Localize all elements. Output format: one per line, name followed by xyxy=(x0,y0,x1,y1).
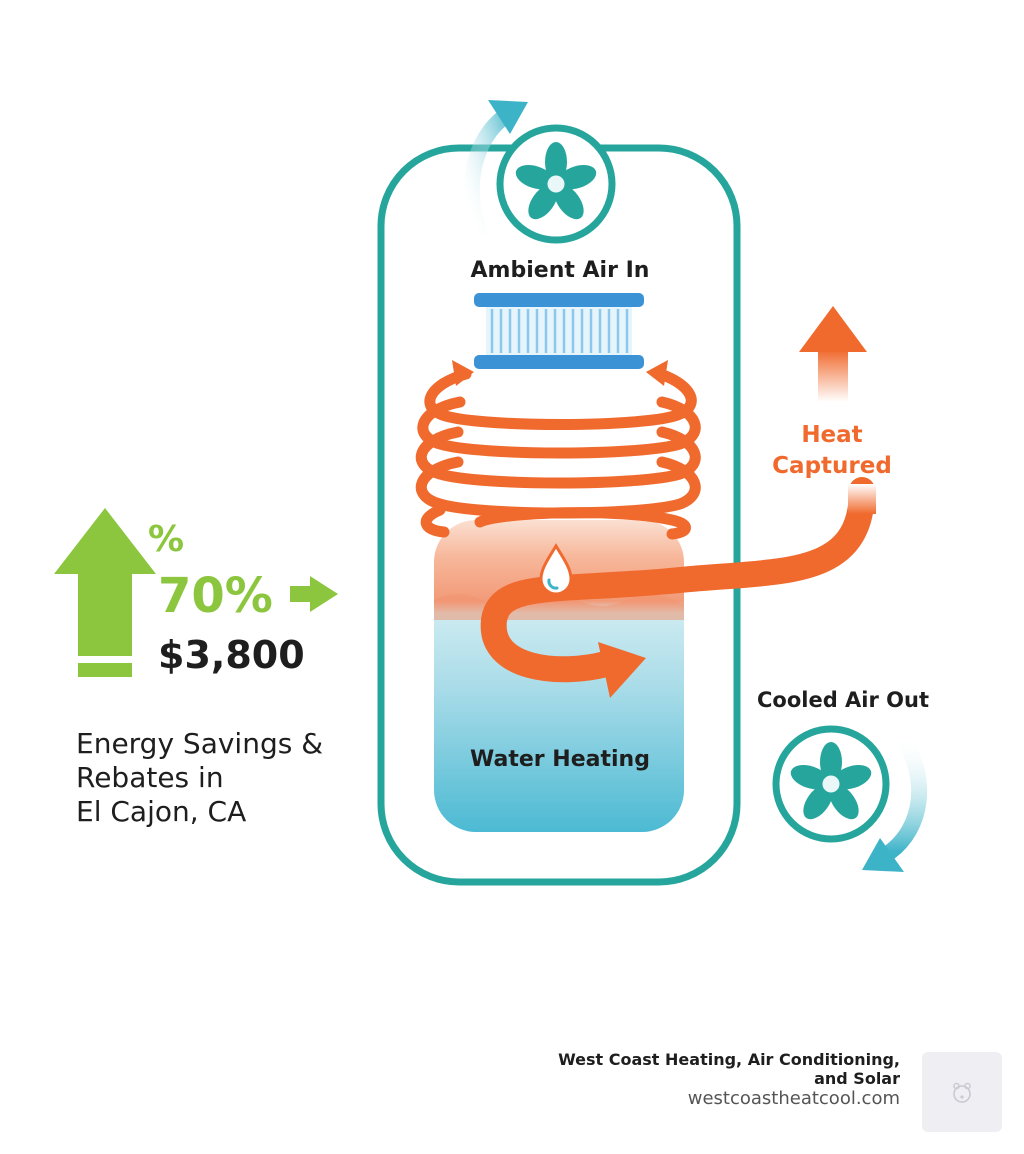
caption-line3: El Cajon, CA xyxy=(76,795,246,828)
air-exhaust-arrow-icon xyxy=(862,728,928,872)
rebate-amount: $3,800 xyxy=(158,633,305,677)
heat-captured-label-line2: Captured xyxy=(772,453,892,479)
savings-up-arrow-icon xyxy=(54,508,156,677)
ambient-air-in-label: Ambient Air In xyxy=(471,258,650,283)
bottom-fan-icon xyxy=(772,725,890,843)
water-heating-label: Water Heating xyxy=(470,747,650,772)
savings-percent: 70% xyxy=(158,568,273,624)
logo-badge xyxy=(922,1052,1002,1132)
heat-up-arrow-icon xyxy=(799,306,867,402)
coil-arrowhead-right xyxy=(646,360,668,386)
caption-line2: Rebates in xyxy=(76,761,224,794)
water-drop-icon xyxy=(539,543,573,596)
air-filter xyxy=(474,293,644,369)
company-website[interactable]: westcoastheatcool.com xyxy=(687,1088,900,1109)
company-name: West Coast Heating, Air Conditioning, an… xyxy=(558,1050,900,1088)
top-fan-icon xyxy=(496,124,616,244)
condenser-coil xyxy=(415,368,701,540)
bear-logo-icon xyxy=(953,1082,971,1103)
cooled-air-out-label: Cooled Air Out xyxy=(757,688,929,712)
coil-arrowhead-left xyxy=(452,360,474,386)
heat-captured-label-line1: Heat xyxy=(801,422,862,448)
air-intake-arrow-icon xyxy=(463,100,528,236)
footer-attribution: West Coast Heating, Air Conditioning, an… xyxy=(520,1050,900,1110)
savings-right-arrow-icon xyxy=(290,576,338,612)
percent-symbol: % xyxy=(148,519,184,560)
caption-line1: Energy Savings & xyxy=(76,727,323,760)
